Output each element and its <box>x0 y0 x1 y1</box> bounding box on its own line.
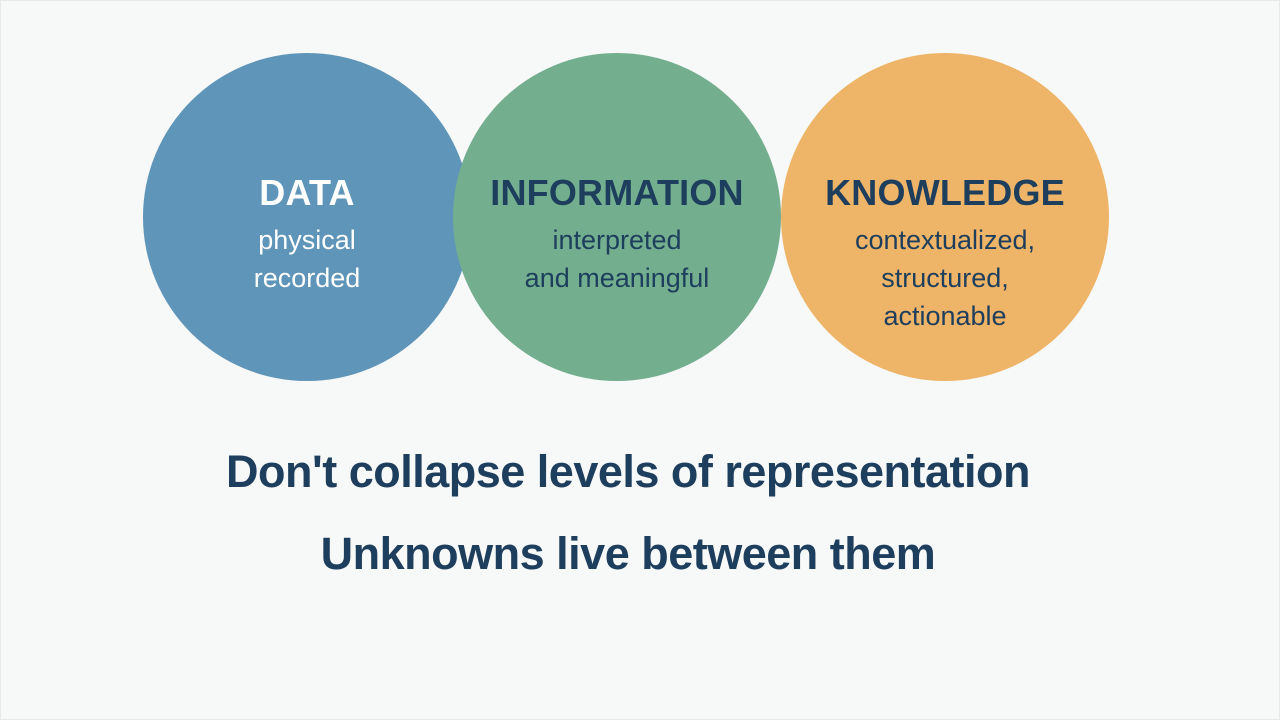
circle-information-subline: interpreted <box>552 225 682 255</box>
circle-data: DATA physical recorded <box>143 53 471 381</box>
circle-data-subline: recorded <box>253 263 361 293</box>
circle-information-title: INFORMATION <box>490 172 744 213</box>
circle-data-subline: physical <box>258 225 356 255</box>
circle-information-subtext: interpreted and meaningful <box>453 221 781 297</box>
circle-knowledge-title: KNOWLEDGE <box>825 172 1065 213</box>
caption-line-1: Don't collapse levels of representation <box>226 446 1030 497</box>
circle-knowledge-subline: structured, <box>881 263 1009 293</box>
circle-knowledge-subline: contextualized, <box>854 225 1036 255</box>
circle-data-content: DATA physical recorded <box>143 171 471 297</box>
circle-knowledge-subtext: contextualized, structured, actionable <box>781 221 1109 335</box>
circle-knowledge: KNOWLEDGE contextualized, structured, ac… <box>781 53 1109 381</box>
circle-information-subline: and meaningful <box>524 263 710 293</box>
circle-data-title: DATA <box>259 172 355 213</box>
caption-line-2: Unknowns live between them <box>320 528 936 579</box>
circle-knowledge-subline: actionable <box>883 301 1007 331</box>
circle-data-subtext: physical recorded <box>143 221 471 297</box>
circle-information-content: INFORMATION interpreted and meaningful <box>453 171 781 297</box>
circle-knowledge-content: KNOWLEDGE contextualized, structured, ac… <box>781 171 1109 335</box>
circle-information: INFORMATION interpreted and meaningful <box>453 53 781 381</box>
